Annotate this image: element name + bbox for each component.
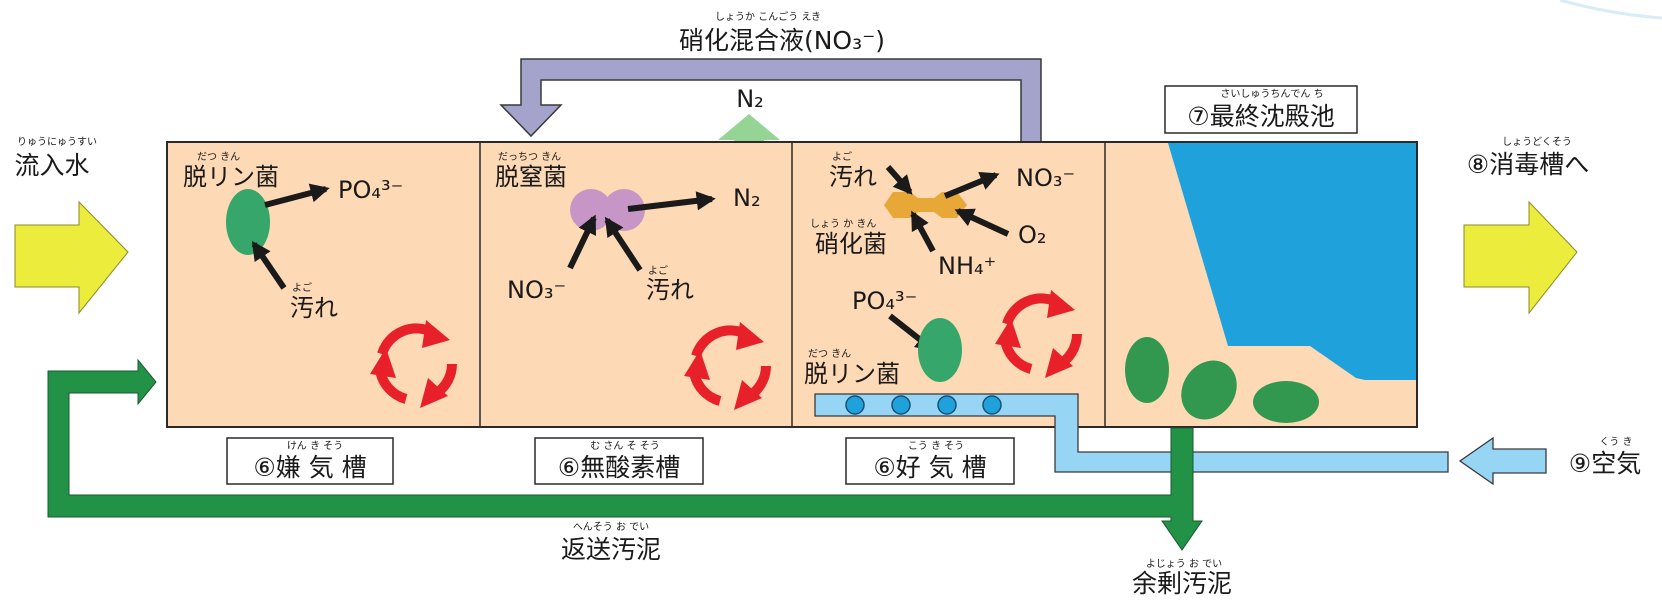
dirt-label: 汚れ [290,294,338,322]
nitrifier-ruby: しょう か きん [810,218,876,230]
n2-label-anoxic: N₂ [733,184,761,212]
aerobic-ruby: こう き そう [908,440,964,452]
air-diffuser-bubbles [845,395,1002,415]
return-sludge-pipe [47,358,1203,551]
o2-label: O₂ [1018,221,1047,249]
anoxic-label-box [534,437,704,485]
po4-label-aerobic: PO₄³⁻ [852,287,917,315]
no3-release-arrow [943,171,1000,199]
nitrified-liquid-ruby: しょうか こんごう えき [715,10,821,23]
settling-label-box [1164,85,1358,134]
dirt-label-anoxic: 汚れ [646,276,694,304]
dirt-uptake-arrow-aerobic [885,165,913,195]
inflow-arrow [14,200,129,315]
anoxic-label: ⑥無酸素槽 [558,453,680,482]
po4-label: PO₄³⁻ [338,176,403,204]
dephos-bacteria-label: 脱リン菌 [183,163,279,191]
no3-uptake-arrow [567,214,597,270]
denitrifier-label: 脱窒菌 [495,163,567,191]
aerobic-tank: よご 汚れ NO₃⁻ O₂ NH₄⁺ しょう か きん 硝化菌 PO₄³⁻ だつ… [804,150,1077,388]
no3-label-aerobic: NO₃⁻ [1016,164,1075,192]
dirt-uptake-arrow-anoxic [604,216,643,272]
recycle-pipe [499,58,1042,143]
anaerobic-ruby: けん き そう [287,440,343,452]
outflow-arrow [1463,200,1578,315]
aerobic-label: ⑥好 気 槽 [873,453,986,482]
dephos-bacteria-icon-aerobic [918,318,962,382]
dirt-ruby-aerobic: よご [832,150,852,163]
settling-water [1168,143,1416,380]
po4-release-arrow [264,183,330,208]
excess-sludge-label: 余剰汚泥 [1132,569,1232,596]
excess-sludge-ruby: よじょう お でい [1146,558,1222,570]
anaerobic-label: ⑥嫌 気 槽 [253,453,366,482]
outflow-ruby: しょうどくそう [1502,136,1572,148]
dephos-bacteria-ruby-aerobic: だつ きん [808,348,851,360]
n2-release-label: N₂ [736,85,764,113]
anaerobic-label-box [226,437,394,485]
inflow-ruby: りゅうにゅうすい [17,136,97,148]
air-pipe [814,393,1547,486]
settling-label: ⑦最終沈殿池 [1187,102,1334,131]
nitrifier-label: 硝化菌 [815,230,887,258]
dephos-bacteria-ruby: だつ きん [197,151,240,163]
corner-decoration [1559,0,1662,20]
aerobic-label-box [845,437,1015,485]
dirt-label-aerobic: 汚れ [829,163,877,191]
o2-uptake-arrow [954,208,1010,237]
air-ruby: くう き [1600,436,1633,448]
nh4-uptake-arrow [910,210,936,253]
dirt-ruby-anoxic: よご [648,264,668,277]
dirt-uptake-arrow [251,240,287,290]
nh4-label: NH₄⁺ [938,252,996,280]
dirt-ruby: よご [292,281,312,294]
dephos-bacteria-label-aerobic: 脱リン菌 [804,360,900,388]
inflow-label: 流入水 [14,151,89,180]
dephos-bacteria-icon [226,189,270,255]
outflow-label: ⑧消毒槽へ [1467,150,1589,179]
nitrified-liquid-label: 硝化混合液(NO₃⁻) [679,26,885,55]
anoxic-tank: だっちつ きん 脱窒菌 N₂ NO₃⁻ よご 汚れ [495,151,766,410]
sludge-blob-3 [1253,381,1319,423]
no3-label-anoxic: NO₃⁻ [507,276,566,304]
anoxic-ruby: む さん そ そう [590,440,660,452]
return-sludge-label: 返送汚泥 [561,535,661,564]
return-sludge-ruby: へんそう お でい [573,521,649,533]
sludge-blob-1 [1125,337,1169,403]
denitrifier-ruby: だっちつ きん [498,151,561,163]
air-label: ⑨空気 [1569,449,1641,478]
sludge-blob-2 [1181,360,1237,420]
anaerobic-tank: だつ きん 脱リン菌 PO₄³⁻ よご 汚れ [183,151,452,408]
n2-release-arrow-anoxic [627,191,716,212]
settling-ruby: さいしゅうちんでん ち [1220,88,1323,100]
